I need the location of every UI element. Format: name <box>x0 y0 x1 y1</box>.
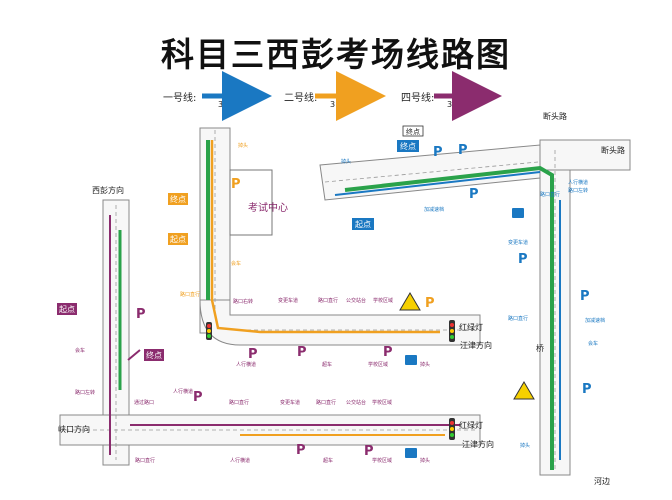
instr-bus-stop: 公交站台 <box>346 297 366 304</box>
instr-u-turn-5: 掉头 <box>420 457 430 464</box>
instr-overtake-2: 超车 <box>323 457 333 464</box>
start-marker-line-2 <box>168 233 188 245</box>
line-2-end-text: 终点 <box>170 194 186 204</box>
instr-crosswalk-2: 人行横道 <box>236 361 256 368</box>
parking-markers: P P P P P P P P P P P P P P P <box>136 143 592 459</box>
traffic-light-label: 红绿灯 <box>459 322 483 332</box>
instr-crosswalk-4: 人行横道 <box>230 457 250 464</box>
legend-line-2-label: 二号线: <box>284 93 318 104</box>
route-line-1 <box>118 140 561 470</box>
svg-text:P: P <box>297 345 307 360</box>
instr-u-turn-3: 掉头 <box>238 142 248 149</box>
exam-center-box <box>229 169 273 236</box>
instr-left-turn: 路口左转 <box>568 187 588 194</box>
svg-text:P: P <box>136 307 146 322</box>
instr-left-turn-2: 路口左转 <box>75 389 95 396</box>
instr-school: 学校区域 <box>373 297 393 304</box>
blue-markers <box>352 125 424 230</box>
instr-school-3: 学校区域 <box>372 399 392 406</box>
instr-go-straight-3: 路口直行 <box>180 291 200 298</box>
instr-pass-straight: 通过路口 <box>134 399 154 406</box>
instr-right-turn: 路口右转 <box>233 298 253 305</box>
instr-school-4: 学校区域 <box>372 457 392 464</box>
start-marker-line-4 <box>57 303 77 315</box>
bridge-label: 桥 <box>536 343 544 353</box>
top-end-badge <box>402 125 424 137</box>
instr-lane-change-3: 变更车道 <box>280 399 300 406</box>
instr-meeting-3: 会车 <box>75 347 85 354</box>
map-title: 科目三西彭考场线路图 <box>161 35 511 74</box>
line-1-end-text: 终点 <box>400 141 416 151</box>
instr-go-straight-5: 路口直行 <box>229 399 249 406</box>
start-marker-line-1 <box>352 218 374 230</box>
top-end-badge-text: 终点 <box>406 127 420 136</box>
instr-u-turn-4: 掉头 <box>420 361 430 368</box>
line-4-start-text: 起点 <box>59 305 75 314</box>
svg-text:P: P <box>296 443 306 458</box>
svg-text:P: P <box>248 347 258 362</box>
svg-text:P: P <box>458 143 468 158</box>
instr-meeting-2: 会车 <box>231 260 241 267</box>
svg-text:P: P <box>193 390 203 405</box>
duantou-right-label: 断头路 <box>601 145 625 155</box>
end-marker-line-4 <box>144 349 164 361</box>
orange-markers <box>168 193 188 245</box>
route-line-4 <box>109 215 460 455</box>
svg-text:P: P <box>469 187 479 202</box>
instr-go-straight-6: 路口直行 <box>316 399 336 406</box>
bus-stop-icons <box>405 208 524 458</box>
instr-overtake: 超车 <box>322 361 332 368</box>
end-marker-line-1 <box>397 140 419 152</box>
roads <box>59 127 631 476</box>
instr-go-straight-4: 路口直行 <box>318 297 338 304</box>
instr-accelerate-2: 加减速档 <box>424 206 444 213</box>
instr-meeting: 会车 <box>588 340 598 347</box>
instr-lane-change: 变更车道 <box>508 239 528 246</box>
end-marker-line-2 <box>168 193 188 205</box>
svg-text:P: P <box>518 252 528 267</box>
west-direction-label: 西彭方向 <box>92 185 124 195</box>
yukou-direction-label: 峡口方向 <box>58 424 90 434</box>
lane-dashes <box>65 130 556 470</box>
svg-text:P: P <box>425 296 435 311</box>
line-2-start-text: 起点 <box>170 235 186 244</box>
legend-line-1-label: 一号线: <box>163 93 197 104</box>
road-center-curve <box>199 299 481 346</box>
svg-text:P: P <box>383 345 393 360</box>
instr-go-straight-2: 路口直行 <box>508 315 528 322</box>
instr-accelerate: 加减速档 <box>585 317 605 324</box>
instr-school-2: 学校区域 <box>368 361 388 368</box>
route-line-2 <box>210 140 445 436</box>
svg-text:P: P <box>433 145 443 160</box>
instr-u-turn: 掉头 <box>341 158 351 165</box>
road-top-right <box>539 139 631 171</box>
svg-text:P: P <box>231 177 241 192</box>
line-4-end-text: 终点 <box>146 350 162 360</box>
jiangjin-direction-label-2: 江津方向 <box>462 439 494 449</box>
instr-go-straight-7: 路口直行 <box>135 457 155 464</box>
school-warning-icons <box>399 292 535 400</box>
instr-crosswalk: 人行横道 <box>568 179 588 186</box>
instr-lane-change-2: 变更车道 <box>278 297 298 304</box>
svg-text:P: P <box>364 444 374 459</box>
instr-bus-stop-2: 公交站台 <box>346 399 366 406</box>
svg-text:P: P <box>582 382 592 397</box>
line-1-start-text: 起点 <box>355 220 371 229</box>
instr-u-turn-2: 掉头 <box>520 442 530 449</box>
instr-crosswalk-3: 人行横道 <box>173 388 193 395</box>
traffic-light-label-2: 红绿灯 <box>459 420 483 430</box>
instr-go-straight: 路口直行 <box>540 191 560 198</box>
svg-text:P: P <box>580 289 590 304</box>
legend-line-4-label: 四号线: <box>401 93 435 104</box>
duantou-top-label: 断头路 <box>543 111 567 121</box>
purple-markers <box>57 303 164 361</box>
traffic-light-icons <box>206 320 455 440</box>
exam-center-label: 考试中心 <box>248 201 288 214</box>
hebian-label: 河边 <box>594 476 610 486</box>
jiangjin-direction-label: 江津方向 <box>460 340 492 350</box>
